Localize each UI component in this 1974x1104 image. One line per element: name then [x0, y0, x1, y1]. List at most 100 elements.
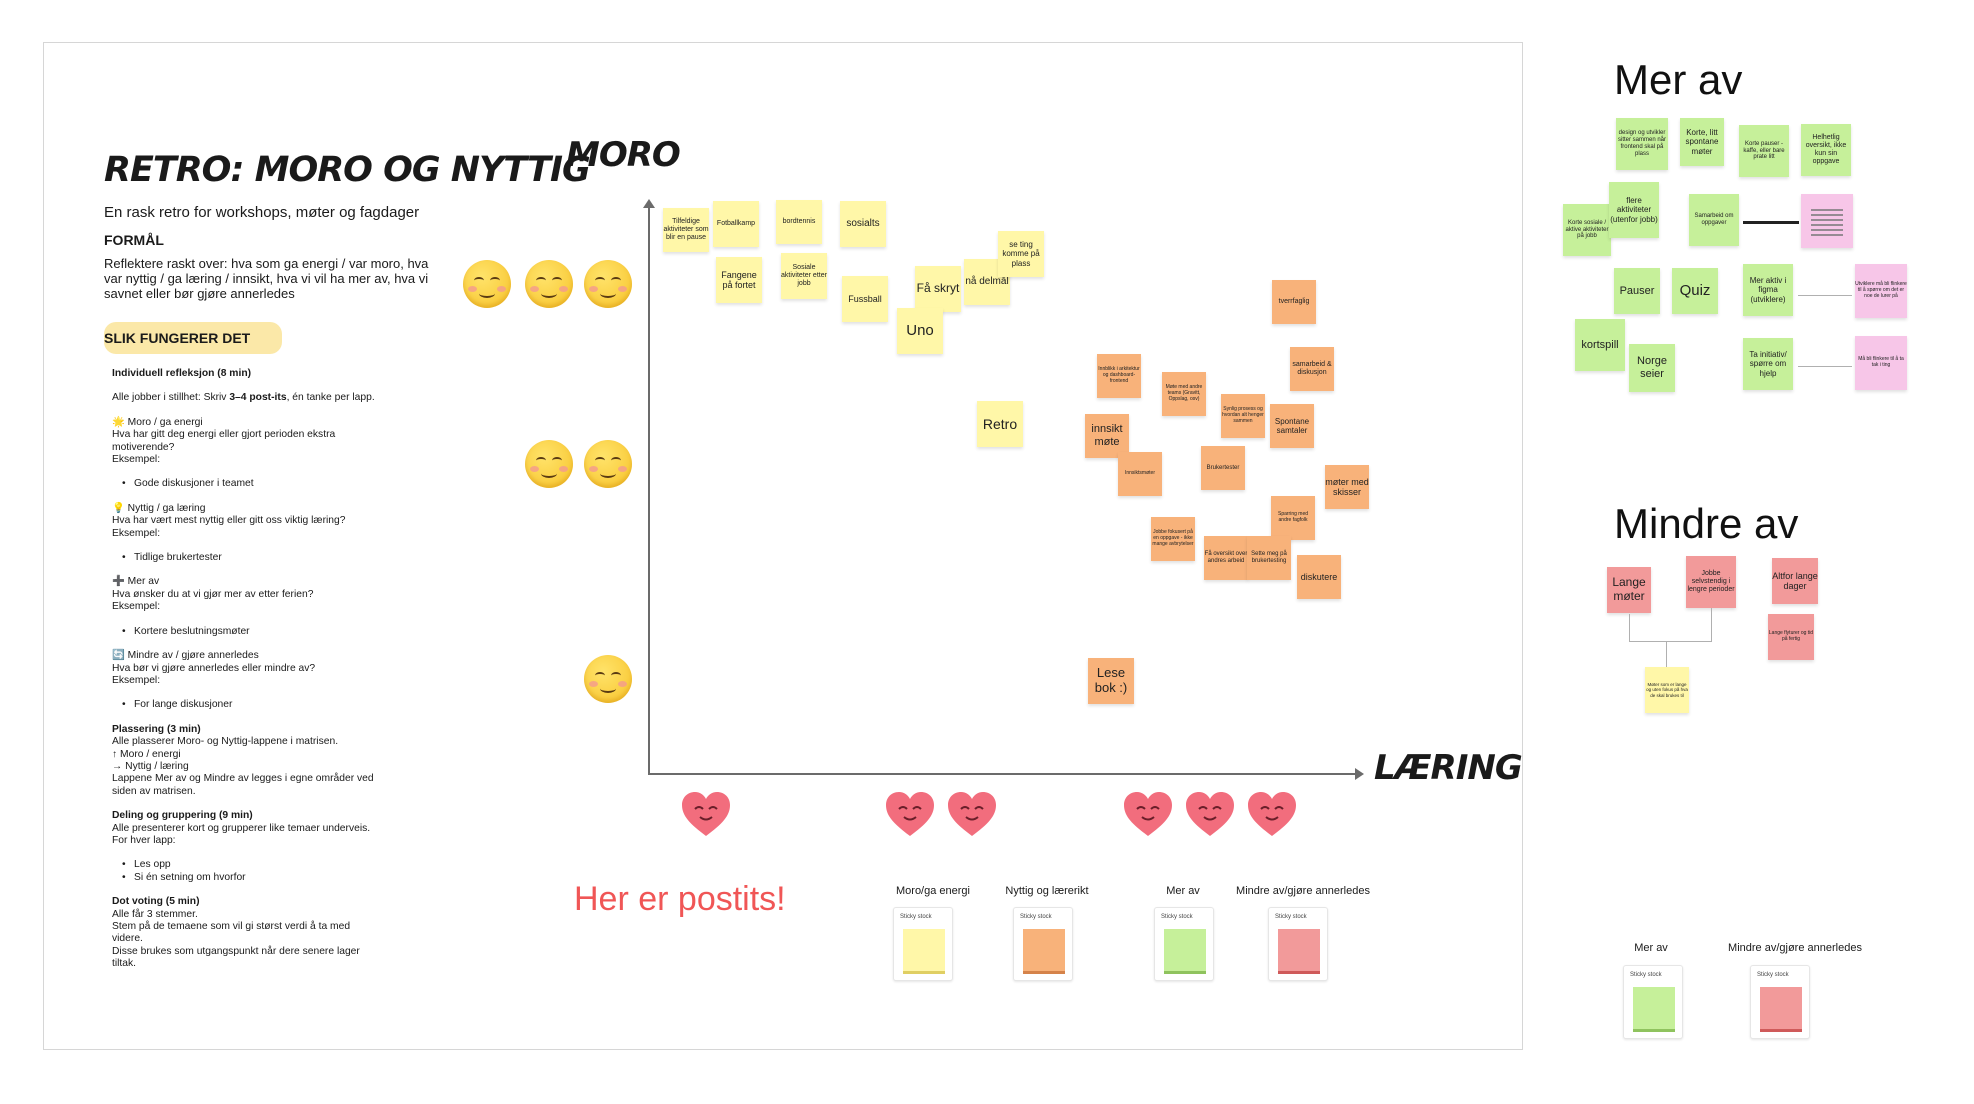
- step-individual-heading: Individuell refleksjon (8 min): [112, 368, 252, 379]
- sticky-note[interactable]: Sette meg på brukertesting: [1247, 536, 1291, 580]
- sticky-note[interactable]: Fussball: [842, 276, 888, 322]
- sticky-note[interactable]: Sparring med andre fagfolk: [1271, 496, 1315, 540]
- sticky-note[interactable]: innsikt møte: [1085, 414, 1129, 458]
- formal-text: Reflektere raskt over: hva som ga energi…: [104, 256, 429, 301]
- stock-label-mer-av: Mer av: [1166, 885, 1200, 897]
- sticky-stock-yellow[interactable]: Sticky stock: [893, 907, 953, 981]
- sticky-note[interactable]: Spontane samtaler: [1270, 404, 1314, 448]
- heart-face-icon: [884, 790, 936, 838]
- step-individual-text: Alle jobber i stillhet: Skriv 3–4 post-i…: [112, 392, 375, 404]
- heart-face-icon: [680, 790, 732, 838]
- smiley-icon: [584, 655, 632, 703]
- connector-line: [1743, 221, 1799, 224]
- sticky-note[interactable]: Samarbeid om oppgaver: [1689, 194, 1739, 246]
- sticky-note[interactable]: Synlig prosess og hvordan alt henger sam…: [1221, 394, 1265, 438]
- postits-label: Her er postits!: [574, 880, 786, 918]
- smiley-icon: [525, 440, 573, 488]
- sticky-note[interactable]: Lese bok :): [1088, 658, 1134, 704]
- sticky-note[interactable]: samarbeid & diskusjon: [1290, 347, 1334, 391]
- sticky-note[interactable]: Innsiktsmøter: [1118, 452, 1162, 496]
- smiley-icon: [584, 260, 632, 308]
- sticky-note[interactable]: Altfor lange dager: [1772, 558, 1818, 604]
- text-lines-icon: [1811, 209, 1843, 236]
- sticky-note[interactable]: Korte sosiale / aktive aktiviteter på jo…: [1563, 204, 1611, 256]
- mindre-av-title: Mindre av: [1614, 500, 1799, 547]
- sticky-note[interactable]: Lange flyturer og tid på fertig: [1768, 614, 1814, 660]
- sticky-note[interactable]: Fotballkamp: [713, 201, 759, 247]
- sticky-note[interactable]: Møte med andre teams (Gravitt, Oppslag, …: [1162, 372, 1206, 416]
- sticky-note[interactable]: design og utvikler sitter sammen når fro…: [1616, 118, 1668, 170]
- sticky-note[interactable]: Jobbe selvstendig i lengre perioder: [1686, 556, 1736, 608]
- sticky-stock-red-side[interactable]: Sticky stock: [1750, 965, 1810, 1039]
- sticky-note[interactable]: se ting komme på plass: [998, 231, 1044, 277]
- connector-line: [1629, 641, 1712, 642]
- sticky-note[interactable]: Uno: [897, 308, 943, 354]
- smiley-icon: [463, 260, 511, 308]
- sticky-stock-red[interactable]: Sticky stock: [1268, 907, 1328, 981]
- mer-av-title: Mer av: [1614, 56, 1743, 103]
- sticky-note[interactable]: Lange møter: [1607, 567, 1651, 613]
- sticky-note[interactable]: Helhetlig oversikt, ikke kun sin oppgave: [1801, 124, 1851, 176]
- connector-line: [1666, 641, 1667, 667]
- sticky-note[interactable]: kortspill: [1575, 319, 1625, 371]
- mer-av-block: ➕ Mer av Hva ønsker du at vi gjør mer av…: [112, 576, 314, 613]
- sticky-note[interactable]: tverrfaglig: [1272, 280, 1316, 324]
- sticky-note[interactable]: Brukertester: [1201, 446, 1245, 490]
- sticky-note[interactable]: Korte pauser - kaffe, eller bare prate l…: [1739, 125, 1789, 177]
- dot-voting-block: Dot voting (5 min) Alle får 3 stemmer. S…: [112, 896, 360, 970]
- connector-line: [1798, 295, 1852, 296]
- connector-line: [1711, 608, 1712, 642]
- sticky-stock-green[interactable]: Sticky stock: [1154, 907, 1214, 981]
- sticky-note[interactable]: bordtennis: [776, 200, 822, 244]
- nyttig-block: 💡 Nyttig / ga læring Hva har vært mest n…: [112, 502, 346, 539]
- sticky-note[interactable]: sosialts: [840, 201, 886, 247]
- instructions-body: Individuell refleksjon (8 min) Alle jobb…: [112, 368, 382, 983]
- sticky-note[interactable]: Retro: [977, 401, 1023, 447]
- x-axis-arrow: [1355, 768, 1364, 780]
- connector-line: [1629, 614, 1630, 642]
- sticky-note[interactable]: Tilfeldige aktiviteter som blir en pause: [663, 208, 709, 252]
- sticky-note[interactable]: møter med skisser: [1325, 465, 1369, 509]
- how-it-works-heading: SLIK FUNGERER DET: [104, 322, 282, 354]
- sharing-block: Deling og gruppering (9 min) Alle presen…: [112, 810, 371, 846]
- heart-face-icon: [946, 790, 998, 838]
- moro-block: 🌟 Moro / ga energi Hva har gitt deg ener…: [112, 416, 336, 466]
- sticky-note[interactable]: Korte, litt spontane møter: [1680, 118, 1724, 166]
- stock-label-nyttig: Nyttig og lærerikt: [1005, 885, 1089, 897]
- y-axis-line: [648, 205, 650, 775]
- sticky-note[interactable]: Jobbe fokusert på en oppgave - ikke mang…: [1151, 517, 1195, 561]
- formal-heading: FORMÅL: [104, 232, 164, 248]
- how-heading-text: SLIK FUNGERER DET: [104, 330, 251, 346]
- sticky-note[interactable]: Få skryt: [915, 266, 961, 312]
- sticky-note[interactable]: Møter som er lange og uten fokus på hva …: [1645, 667, 1689, 713]
- sticky-note[interactable]: Sosiale aktiviteter etter jobb: [781, 253, 827, 299]
- smiley-icon: [525, 260, 573, 308]
- mindre-av-block: 🔄 Mindre av / gjøre annerledes Hva bør v…: [112, 650, 316, 686]
- sticky-note[interactable]: Må bli flinkere til å ta tak i ting: [1855, 336, 1907, 390]
- sticky-note[interactable]: Quiz: [1672, 268, 1718, 314]
- sticky-note[interactable]: Fangene på fortet: [716, 257, 762, 303]
- sticky-note[interactable]: Mer aktiv i figma (utviklere): [1743, 264, 1793, 316]
- y-axis-arrow: [643, 199, 655, 208]
- y-axis-label: MORO: [566, 135, 681, 175]
- x-axis-label: LÆRING: [1374, 748, 1523, 788]
- sticky-stock-orange[interactable]: Sticky stock: [1013, 907, 1073, 981]
- sticky-note[interactable]: Innblikk i arkitektur og dashboard-front…: [1097, 354, 1141, 398]
- sticky-note[interactable]: diskutere: [1297, 555, 1341, 599]
- connector-line: [1798, 366, 1852, 367]
- sticky-note[interactable]: flere aktiviteter (utenfor jobb): [1609, 182, 1659, 238]
- sticky-note[interactable]: Ta initiativ/ spørre om hjelp: [1743, 338, 1793, 390]
- sticky-stock-green-side[interactable]: Sticky stock: [1623, 965, 1683, 1039]
- heart-face-icon: [1246, 790, 1298, 838]
- sticky-note-lines[interactable]: [1801, 194, 1853, 248]
- heart-face-icon: [1122, 790, 1174, 838]
- board-subtitle: En rask retro for workshops, møter og fa…: [104, 204, 420, 221]
- sticky-note[interactable]: Pauser: [1614, 268, 1660, 314]
- placement-block: Plassering (3 min) Alle plasserer Moro- …: [112, 723, 374, 797]
- sticky-note[interactable]: Norge seier: [1629, 344, 1675, 392]
- sticky-note[interactable]: Få oversikt over andres arbeid: [1204, 536, 1248, 580]
- stock-label-mindre-av-side: Mindre av/gjøre annerledes: [1728, 942, 1862, 954]
- smiley-icon: [584, 440, 632, 488]
- sticky-note[interactable]: Utviklere må bli flinkere til å spørre o…: [1855, 264, 1907, 318]
- x-axis-line: [648, 773, 1358, 775]
